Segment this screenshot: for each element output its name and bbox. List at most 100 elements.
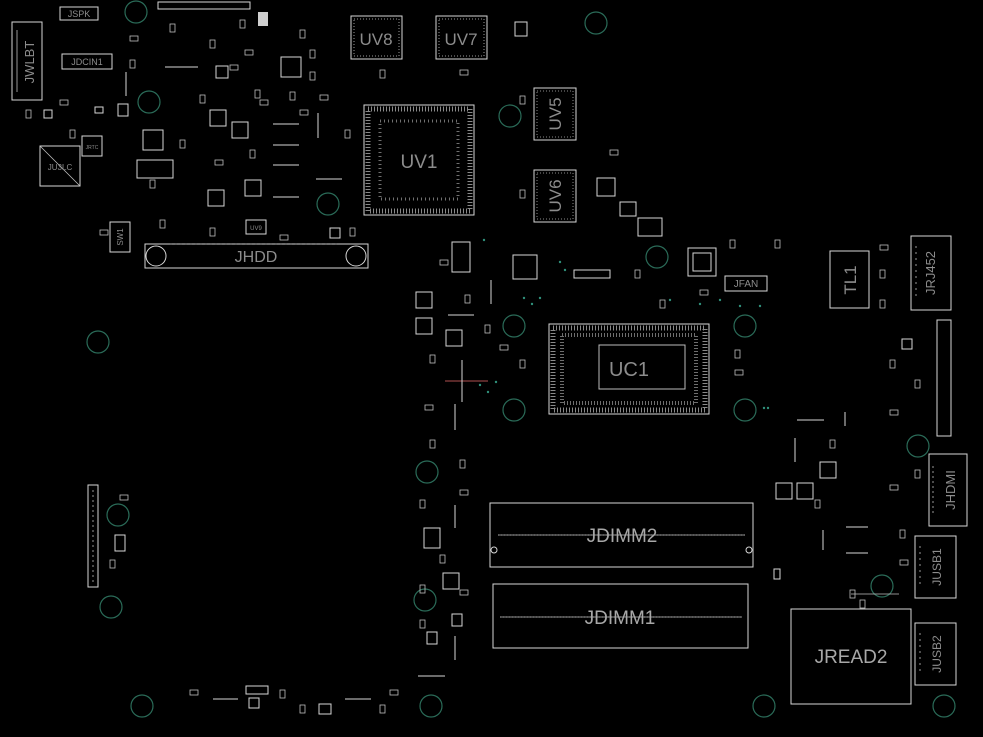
smd-pad — [609, 149, 619, 156]
via — [494, 380, 498, 384]
smd-pad — [699, 289, 709, 296]
smd-pad — [25, 109, 32, 119]
smd-pad — [239, 19, 246, 29]
smd-pad — [879, 244, 889, 251]
smd-pad — [209, 227, 216, 237]
smd-pad — [439, 259, 449, 266]
smd-pad — [914, 469, 921, 479]
uv9-chip: UV9 — [245, 219, 267, 235]
smd-pad — [419, 499, 426, 509]
uv7-chip: UV7 — [435, 15, 488, 60]
jrtc-connector: JRTC — [81, 135, 103, 157]
jdimm2-slot: JDIMM2 — [489, 502, 754, 568]
smd-pad — [519, 189, 526, 199]
small-part — [514, 21, 528, 37]
smd-pad — [119, 494, 129, 501]
jhdmi-connector: JHDMI — [928, 453, 968, 527]
tl1-transformer: TL1 — [829, 250, 870, 309]
smd-pads — [25, 19, 921, 714]
jrj452-label: JRJ452 — [923, 251, 938, 295]
smd-pad — [899, 529, 906, 539]
jwlbt-connector: JWLBT — [11, 21, 43, 101]
via — [563, 268, 567, 272]
smd-pad — [299, 704, 306, 714]
smd-pad — [259, 99, 269, 106]
smd-pad — [344, 129, 351, 139]
uc1-label: UC1 — [609, 359, 649, 381]
mid-passives — [415, 177, 717, 430]
smd-pad — [299, 109, 309, 116]
smd-pad — [734, 369, 744, 376]
via — [522, 296, 526, 300]
sw1-label: SW1 — [116, 228, 125, 246]
via — [698, 302, 702, 306]
jspk-connector: JSPK — [59, 6, 99, 21]
smd-pad — [379, 69, 386, 79]
smd-pad — [109, 559, 116, 569]
right-mid-passives — [773, 338, 913, 580]
jhdd-label: JHDD — [235, 249, 278, 266]
uv8-label: UV8 — [359, 30, 392, 49]
jrj452-connector: JRJ452 — [910, 235, 952, 311]
smd-pad — [729, 239, 736, 249]
uv5-label: UV5 — [546, 97, 565, 130]
smd-pad — [214, 159, 224, 166]
smd-pad — [424, 404, 434, 411]
via — [482, 238, 486, 242]
uv6-label: UV6 — [546, 179, 565, 212]
smd-pad — [289, 91, 296, 101]
smd-pad — [299, 29, 306, 39]
smd-pad — [879, 269, 886, 279]
ju3lc-connector: JU3LC — [39, 145, 81, 187]
uc1-processor: UC1 — [548, 323, 710, 415]
smd-pad — [129, 35, 139, 42]
smd-pad — [914, 379, 921, 389]
via-clusters — [478, 238, 770, 410]
via — [478, 383, 482, 387]
smd-pad — [229, 64, 239, 71]
jdcin1-label: JDCIN1 — [71, 57, 103, 67]
via — [558, 260, 562, 264]
via — [668, 298, 672, 302]
smd-pad — [319, 94, 329, 101]
smd-pad — [889, 484, 899, 491]
jusb1-connector: JUSB1 — [914, 535, 957, 599]
jusb1-label: JUSB1 — [930, 548, 944, 586]
smd-pad — [459, 459, 466, 469]
smd-pad — [814, 499, 821, 509]
smd-pad — [419, 584, 426, 594]
via — [530, 302, 534, 306]
ju3lc-label: JU3LC — [48, 163, 73, 172]
smd-pad — [279, 689, 286, 699]
jhdd-connector: JHDD — [144, 243, 369, 269]
top-header — [157, 1, 268, 26]
jfan-connector: JFAN — [724, 275, 768, 292]
smd-pad — [879, 299, 886, 309]
via — [486, 390, 490, 394]
smd-pad — [439, 554, 446, 564]
via — [718, 298, 722, 302]
smd-pad — [309, 71, 316, 81]
smd-pad — [309, 49, 316, 59]
jfan-label: JFAN — [734, 279, 758, 290]
jdimm2-label: JDIMM2 — [587, 526, 658, 547]
jhdmi-label: JHDMI — [943, 470, 958, 510]
smd-pad — [159, 219, 166, 229]
uv9-label: UV9 — [250, 226, 262, 232]
jwlbt-label: JWLBT — [22, 41, 37, 84]
smd-pad — [129, 59, 136, 69]
sw1-switch: SW1 — [109, 221, 131, 253]
smd-pad — [249, 149, 256, 159]
smd-pad — [889, 409, 899, 416]
left-vertical-connector — [87, 484, 126, 588]
jspk-label: JSPK — [68, 9, 91, 19]
smd-pad — [659, 299, 666, 309]
smd-pad — [519, 95, 526, 105]
smd-pad — [464, 294, 471, 304]
smd-pad — [189, 689, 199, 696]
smd-pad — [429, 354, 436, 364]
uv5-chip: UV5 — [533, 87, 577, 141]
uv8-chip: UV8 — [350, 15, 403, 60]
smd-pad — [899, 559, 909, 566]
